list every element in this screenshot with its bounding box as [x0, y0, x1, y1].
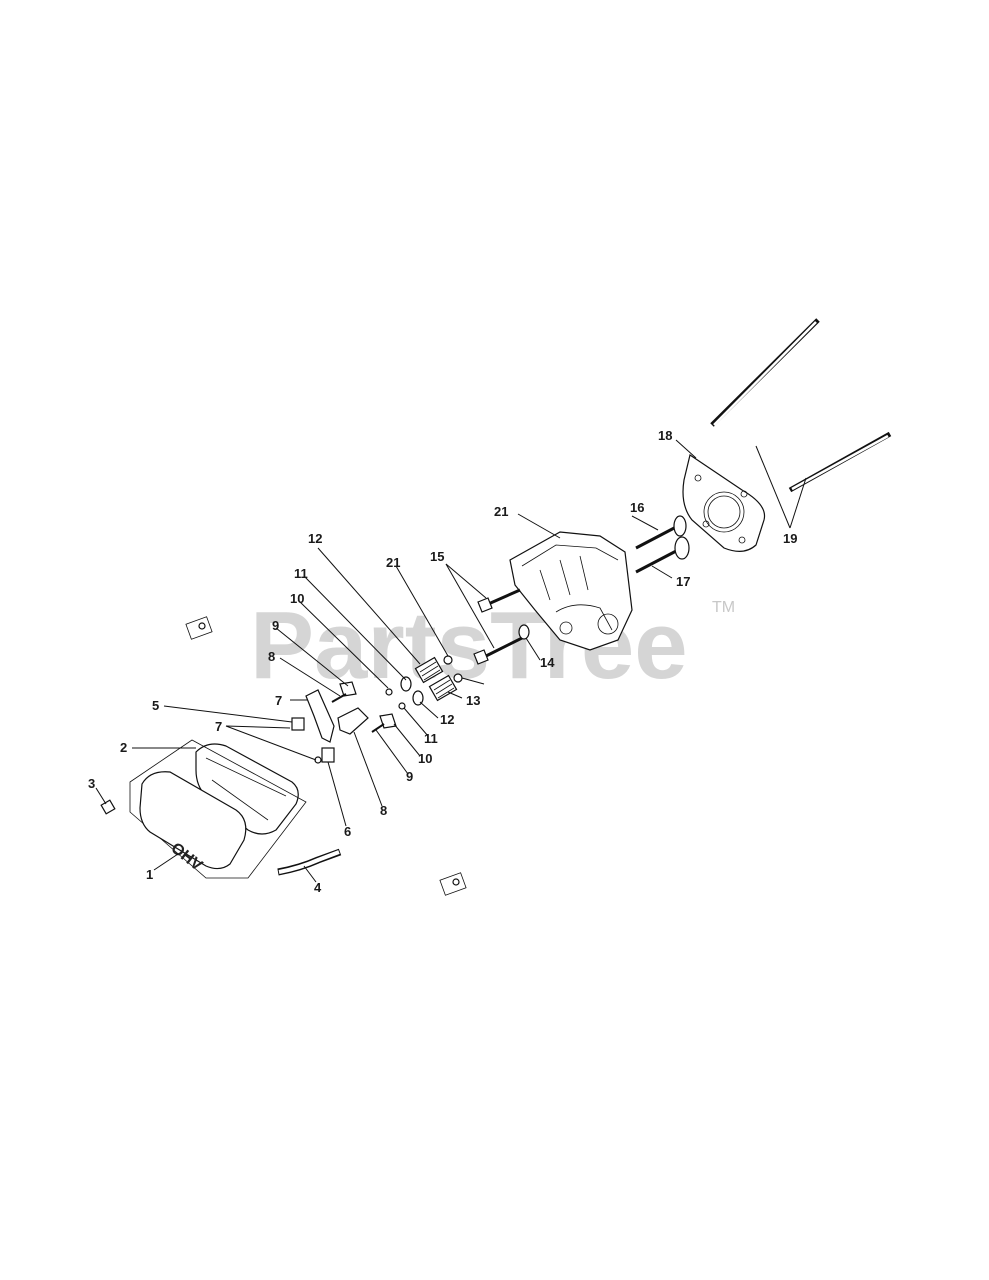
- head-bolt-lower[interactable]: [473, 633, 529, 665]
- valve-seal-lower[interactable]: [398, 702, 406, 710]
- callout-16: 17: [676, 574, 690, 589]
- callout-11-upper: 11: [294, 566, 308, 581]
- callout-19: 21: [494, 504, 508, 519]
- callout-9-lower: 10: [418, 751, 432, 766]
- valve-cover-gasket[interactable]: [195, 743, 299, 835]
- intake-valve[interactable]: [635, 515, 687, 550]
- callout-10-upper: 10: [290, 591, 304, 606]
- callout-7-upper: 7: [275, 693, 282, 708]
- rocker-arm-lower[interactable]: [337, 707, 369, 735]
- spring-retainer-lower[interactable]: [412, 690, 424, 706]
- callout-11-lower: 12: [440, 712, 454, 727]
- callout-8-upper: 8: [268, 649, 275, 664]
- callout-2: 2: [120, 740, 127, 755]
- callout-8-lower: 9: [406, 769, 413, 784]
- valve-keeper-lower[interactable]: [453, 673, 463, 683]
- callout-12-lower: 13: [466, 693, 480, 708]
- callout-5-lower: 6: [344, 824, 351, 839]
- loose-fitting-bottom[interactable]: [439, 872, 467, 896]
- valve-spring-upper[interactable]: [414, 656, 444, 684]
- callout-4: 4: [314, 880, 322, 895]
- leader-lines: [95, 439, 807, 883]
- spring-retainer-upper[interactable]: [400, 676, 412, 692]
- cylinder-head[interactable]: [509, 531, 633, 651]
- adjuster-lower[interactable]: [371, 713, 397, 733]
- valve-seal-upper[interactable]: [385, 688, 393, 696]
- cover-screw[interactable]: [100, 799, 116, 815]
- callout-15: 16: [630, 500, 644, 515]
- callouts: 18 19 16 17 21 15 14 21 12 13 11 12 10 1…: [88, 428, 797, 895]
- callout-3: 3: [88, 776, 95, 791]
- callout-10-lower: 11: [424, 731, 438, 746]
- push-rods[interactable]: [710, 318, 892, 493]
- callout-5-upper: 5: [152, 698, 159, 713]
- callout-17: 18: [658, 428, 672, 443]
- head-bolt-upper[interactable]: [477, 588, 521, 613]
- rocker-pivot-lower[interactable]: [321, 747, 335, 763]
- valve-keeper-upper[interactable]: [443, 655, 453, 665]
- callout-6: 7: [215, 719, 222, 734]
- breather-hose[interactable]: [277, 848, 342, 876]
- valve-spring-lower[interactable]: [428, 674, 458, 702]
- loose-fitting-top[interactable]: [185, 616, 213, 640]
- callout-21-upper: 21: [386, 555, 400, 570]
- callout-18: 19: [783, 531, 797, 546]
- rocker-arm-upper[interactable]: [305, 689, 335, 743]
- callout-12-upper: 12: [308, 531, 322, 546]
- callout-9-upper: 9: [272, 618, 279, 633]
- watermark-trademark: TM: [712, 599, 735, 616]
- callout-14: 15: [430, 549, 444, 564]
- exhaust-valve[interactable]: [635, 536, 690, 574]
- callout-7-lower: 8: [380, 803, 387, 818]
- callout-13: 14: [540, 655, 555, 670]
- washer[interactable]: [518, 624, 530, 640]
- adjuster-upper[interactable]: [331, 681, 357, 703]
- rocker-pivot-upper[interactable]: [291, 717, 305, 731]
- callout-1: 1: [146, 867, 153, 882]
- head-gasket[interactable]: [682, 454, 766, 552]
